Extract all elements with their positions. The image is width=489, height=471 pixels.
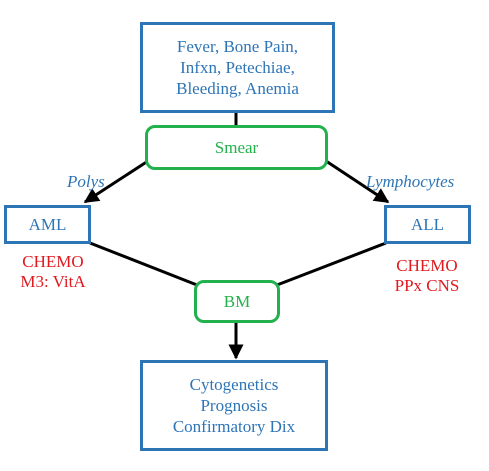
aml-text: AML [28, 215, 67, 234]
outcomes-text: Cytogenetics Prognosis Confirmatory Dix [172, 375, 296, 436]
all-text: ALL [410, 215, 445, 234]
all-treatment-note: CHEMO PPx CNS [394, 256, 460, 295]
bm-box: BM [194, 280, 280, 323]
smear-box: Smear [145, 125, 328, 170]
symptoms-text: Fever, Bone Pain, Infxn, Petechiae, Blee… [176, 37, 299, 98]
all-box: ALL [384, 205, 471, 244]
edge-smear-to-all [325, 159, 390, 204]
aml-treatment-note: CHEMO M3: VitA [20, 252, 86, 291]
lymphocytes-label: Lymphocytes [366, 172, 455, 191]
polys-label: Polys [67, 172, 105, 191]
edge-aml-to-bm [89, 241, 198, 287]
outcomes-box: Cytogenetics Prognosis Confirmatory Dix [140, 360, 328, 451]
symptoms-box: Fever, Bone Pain, Infxn, Petechiae, Blee… [140, 22, 335, 113]
edge-all-to-bm [276, 241, 387, 287]
edge-smear-to-aml [83, 159, 149, 204]
bm-text: BM [223, 292, 251, 311]
smear-text: Smear [214, 138, 259, 157]
aml-box: AML [4, 205, 91, 244]
